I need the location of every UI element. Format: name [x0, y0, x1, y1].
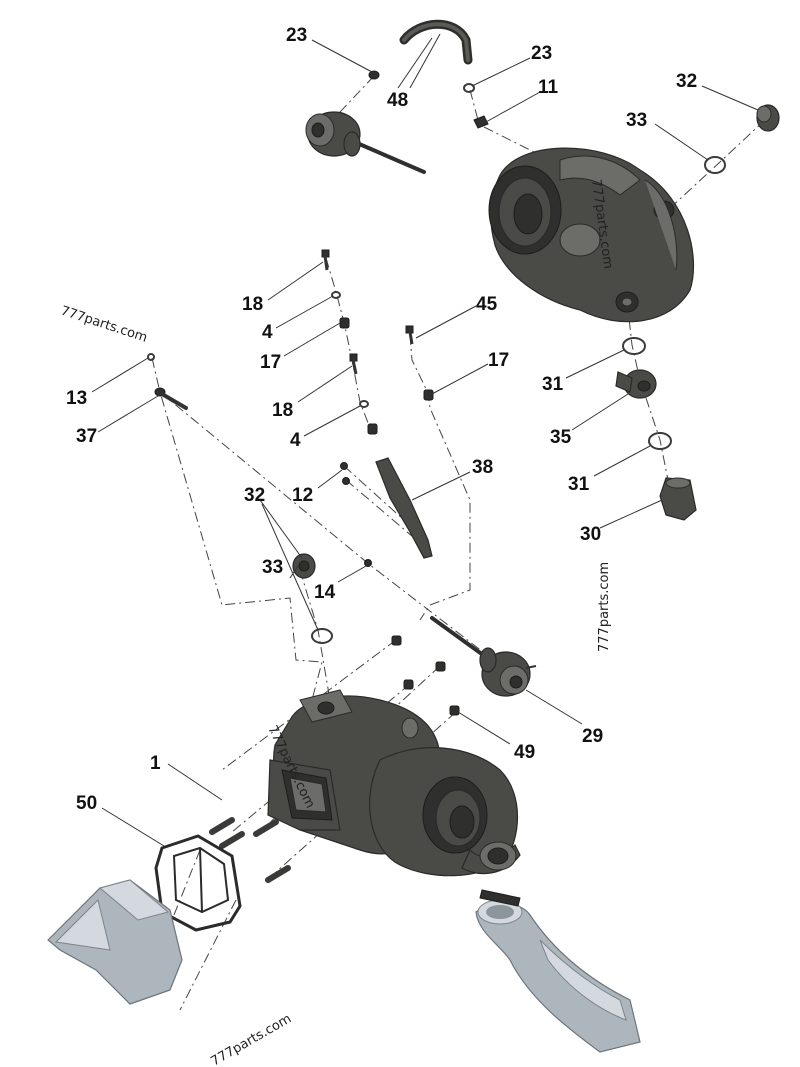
o-ring-33-top	[704, 156, 726, 174]
callout-32-top: 32	[676, 71, 697, 92]
callout-33-middle: 33	[262, 557, 283, 578]
bolt-18-middle	[349, 353, 358, 375]
callout-17-right: 17	[488, 350, 509, 371]
leader-lines	[91, 33, 759, 847]
nut-12-upper	[340, 462, 348, 470]
watermark-right: 777parts.com	[597, 562, 612, 652]
nut-17-right	[423, 389, 434, 401]
wastegate-actuator-29	[430, 616, 537, 697]
callout-32-middle: 32	[244, 485, 265, 506]
callout-37: 37	[76, 426, 97, 447]
stud-45	[405, 325, 414, 345]
nut-49-a	[391, 635, 402, 646]
fitting-23-right	[463, 83, 475, 93]
callout-18-middle: 18	[272, 400, 293, 421]
callout-13: 13	[66, 388, 87, 409]
callout-4-middle: 4	[290, 430, 301, 451]
compressor-housing	[488, 147, 695, 323]
callout-50: 50	[76, 793, 97, 814]
studs-1	[209, 817, 291, 883]
callout-30: 30	[580, 524, 601, 545]
callout-29: 29	[582, 726, 603, 747]
nut-49-c	[403, 679, 414, 690]
washer-13	[147, 353, 155, 361]
callout-17-top: 17	[260, 352, 281, 373]
callout-35: 35	[550, 427, 572, 448]
bolt-18-top	[321, 249, 330, 271]
manifold-shield	[47, 879, 183, 1005]
nut-12-lower	[342, 477, 350, 485]
callout-14: 14	[314, 582, 336, 603]
wastegate-actuator-top	[305, 111, 426, 174]
washer-4-top	[331, 291, 341, 299]
plug-30	[659, 477, 697, 521]
callout-labels: 23 48 23 11 32 33 18 4 17 45 13 37 18 4 …	[66, 25, 697, 814]
rod-end-37	[154, 387, 188, 410]
callout-12: 12	[292, 485, 313, 506]
callout-23-top-right: 23	[531, 43, 552, 64]
nut-49-b	[435, 661, 446, 672]
o-ring-31-lower	[648, 432, 672, 450]
nut-17-top	[339, 317, 350, 329]
callout-18-top: 18	[242, 294, 263, 315]
nut-14	[364, 559, 372, 567]
watermark-bottom: 777parts.com	[209, 1011, 295, 1067]
callout-48: 48	[387, 90, 408, 111]
callout-4-top: 4	[262, 322, 273, 343]
callout-33-top: 33	[626, 110, 647, 131]
fitting-23-left	[368, 70, 380, 80]
o-ring-33-middle	[311, 628, 333, 644]
nut-49-d	[449, 705, 460, 716]
callout-23-top-left: 23	[286, 25, 307, 46]
callout-31-lower: 31	[568, 474, 590, 495]
gasket-50	[154, 834, 242, 932]
downpipe	[475, 889, 641, 1053]
o-ring-31-upper	[622, 337, 646, 355]
turbocharger-assembly	[267, 689, 521, 877]
cap-32-middle	[292, 553, 316, 579]
callout-31-upper: 31	[542, 374, 564, 395]
hose-48	[399, 19, 473, 65]
cap-32-top	[756, 104, 780, 132]
callout-11: 11	[538, 77, 559, 98]
callout-1: 1	[150, 753, 161, 774]
callout-45: 45	[476, 294, 498, 315]
callout-38: 38	[472, 457, 493, 478]
washer-4-middle	[359, 400, 369, 408]
watermark-left: 777parts.com	[59, 304, 149, 346]
callout-49: 49	[514, 742, 535, 763]
fitting-11	[473, 115, 489, 129]
banjo-fitting-35	[615, 369, 657, 399]
nut-17-middle	[367, 423, 378, 435]
bracket-38	[375, 457, 433, 559]
